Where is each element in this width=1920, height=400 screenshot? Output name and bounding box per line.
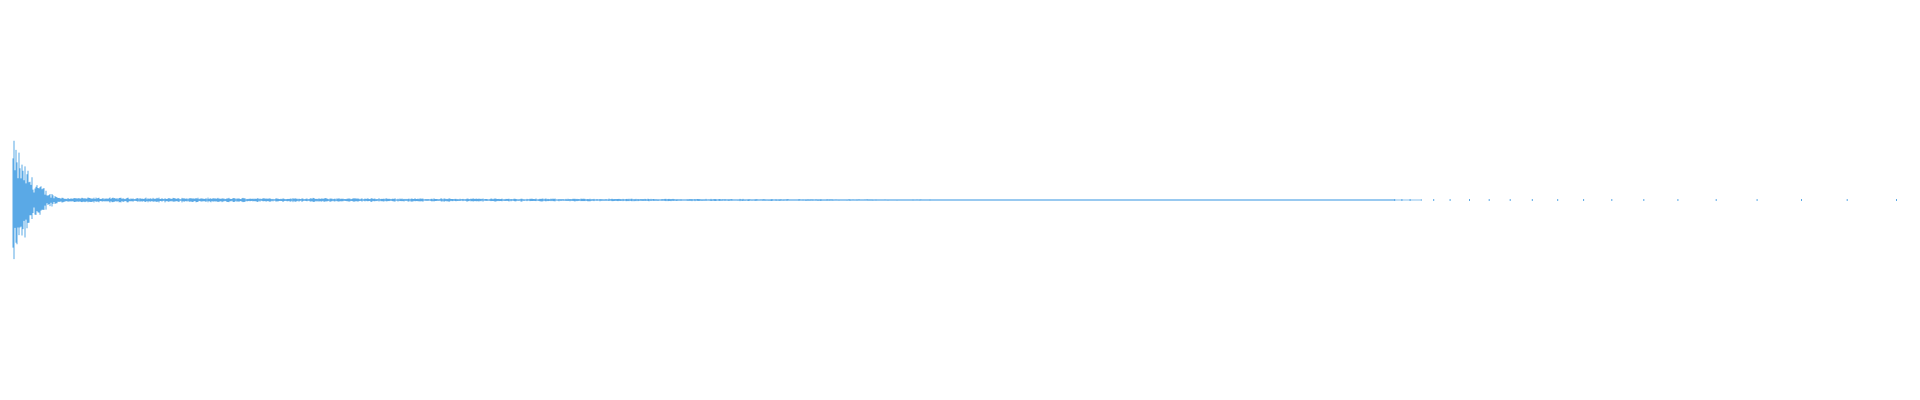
- waveform-tail-sample: [1394, 199, 1396, 201]
- waveform-tail-sample: [1409, 199, 1411, 201]
- waveform-samples: [12, 140, 1395, 260]
- waveform-tail-sample: [1557, 199, 1559, 201]
- waveform-tail-sample: [1531, 199, 1533, 201]
- waveform-tail-sample: [1846, 199, 1848, 201]
- waveform-tail-sample: [1583, 199, 1585, 201]
- waveform-tail-sample: [1509, 199, 1511, 201]
- waveform-tail-sample: [1449, 199, 1451, 201]
- waveform-tail-sample: [1420, 199, 1422, 201]
- waveform-tail-sample: [1611, 199, 1613, 201]
- waveform-tail-sample: [1401, 199, 1403, 201]
- waveform-tail-sample: [1433, 199, 1435, 201]
- waveform-tail-sample: [1896, 199, 1897, 201]
- waveform-tail-sample: [1469, 199, 1470, 201]
- waveform-tail-sample: [1488, 199, 1490, 201]
- waveform-tail-sample: [1643, 199, 1645, 201]
- waveform-tail-sample: [1715, 199, 1717, 201]
- waveform-tail-sample: [1801, 199, 1802, 201]
- waveform-tail-sample: [1677, 199, 1679, 201]
- waveform-tail-sample: [1756, 199, 1758, 201]
- waveform-sparse-tail: [1394, 199, 1897, 201]
